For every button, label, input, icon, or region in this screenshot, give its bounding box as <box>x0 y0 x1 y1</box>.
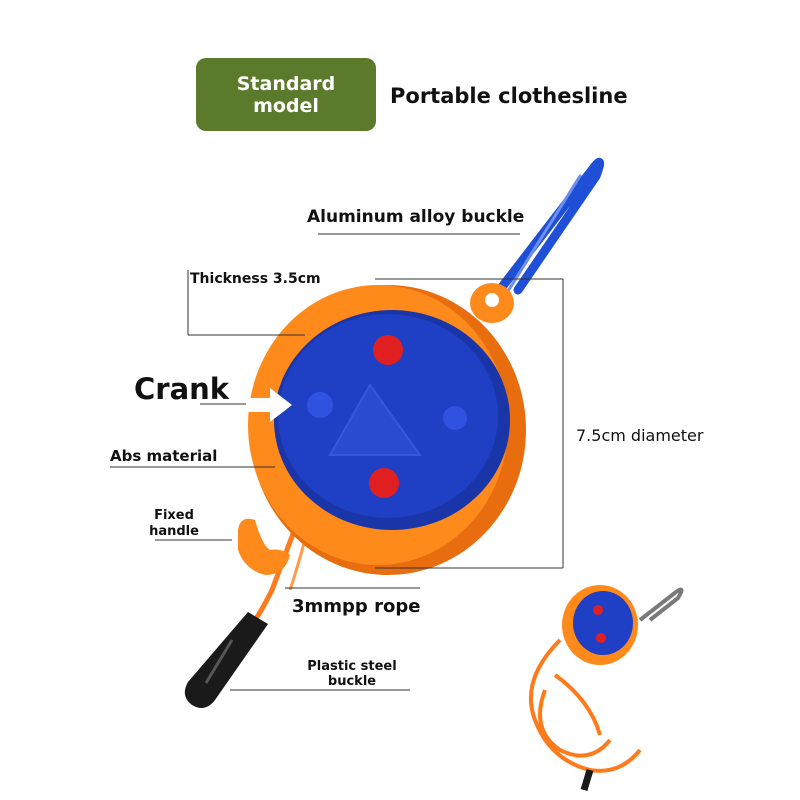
hanging-hole <box>485 293 499 307</box>
label-plastic-line-1: Plastic steel <box>307 659 397 674</box>
label-thickness: Thickness 3.5cm <box>190 271 321 287</box>
label-fixed-handle: Fixed handle <box>146 508 202 540</box>
label-rope: 3mmpp rope <box>292 596 421 617</box>
label-abs-material: Abs material <box>110 447 218 465</box>
page-title: Portable clothesline <box>390 84 628 108</box>
carabiner-icon <box>487 157 605 305</box>
arrow-right-icon <box>246 388 292 422</box>
label-aluminum-buckle: Aluminum alloy buckle <box>307 207 525 227</box>
crank-plate <box>274 310 510 530</box>
standard-model-badge: Standard model <box>196 58 376 131</box>
product-thumbnail <box>528 585 684 792</box>
label-fixed-line-2: handle <box>149 524 199 539</box>
label-fixed-line-1: Fixed <box>154 508 194 523</box>
plastic-hook-icon <box>184 612 268 709</box>
leader-lines <box>110 233 564 691</box>
label-diameter: 7.5cm diameter <box>576 426 704 445</box>
badge-line-1: Standard <box>236 72 336 95</box>
label-plastic-steel-buckle: Plastic steel buckle <box>300 659 404 689</box>
label-plastic-line-2: buckle <box>327 674 377 689</box>
badge-line-2: model <box>253 94 319 117</box>
label-crank: Crank <box>134 372 230 406</box>
rope-strand <box>252 514 303 622</box>
